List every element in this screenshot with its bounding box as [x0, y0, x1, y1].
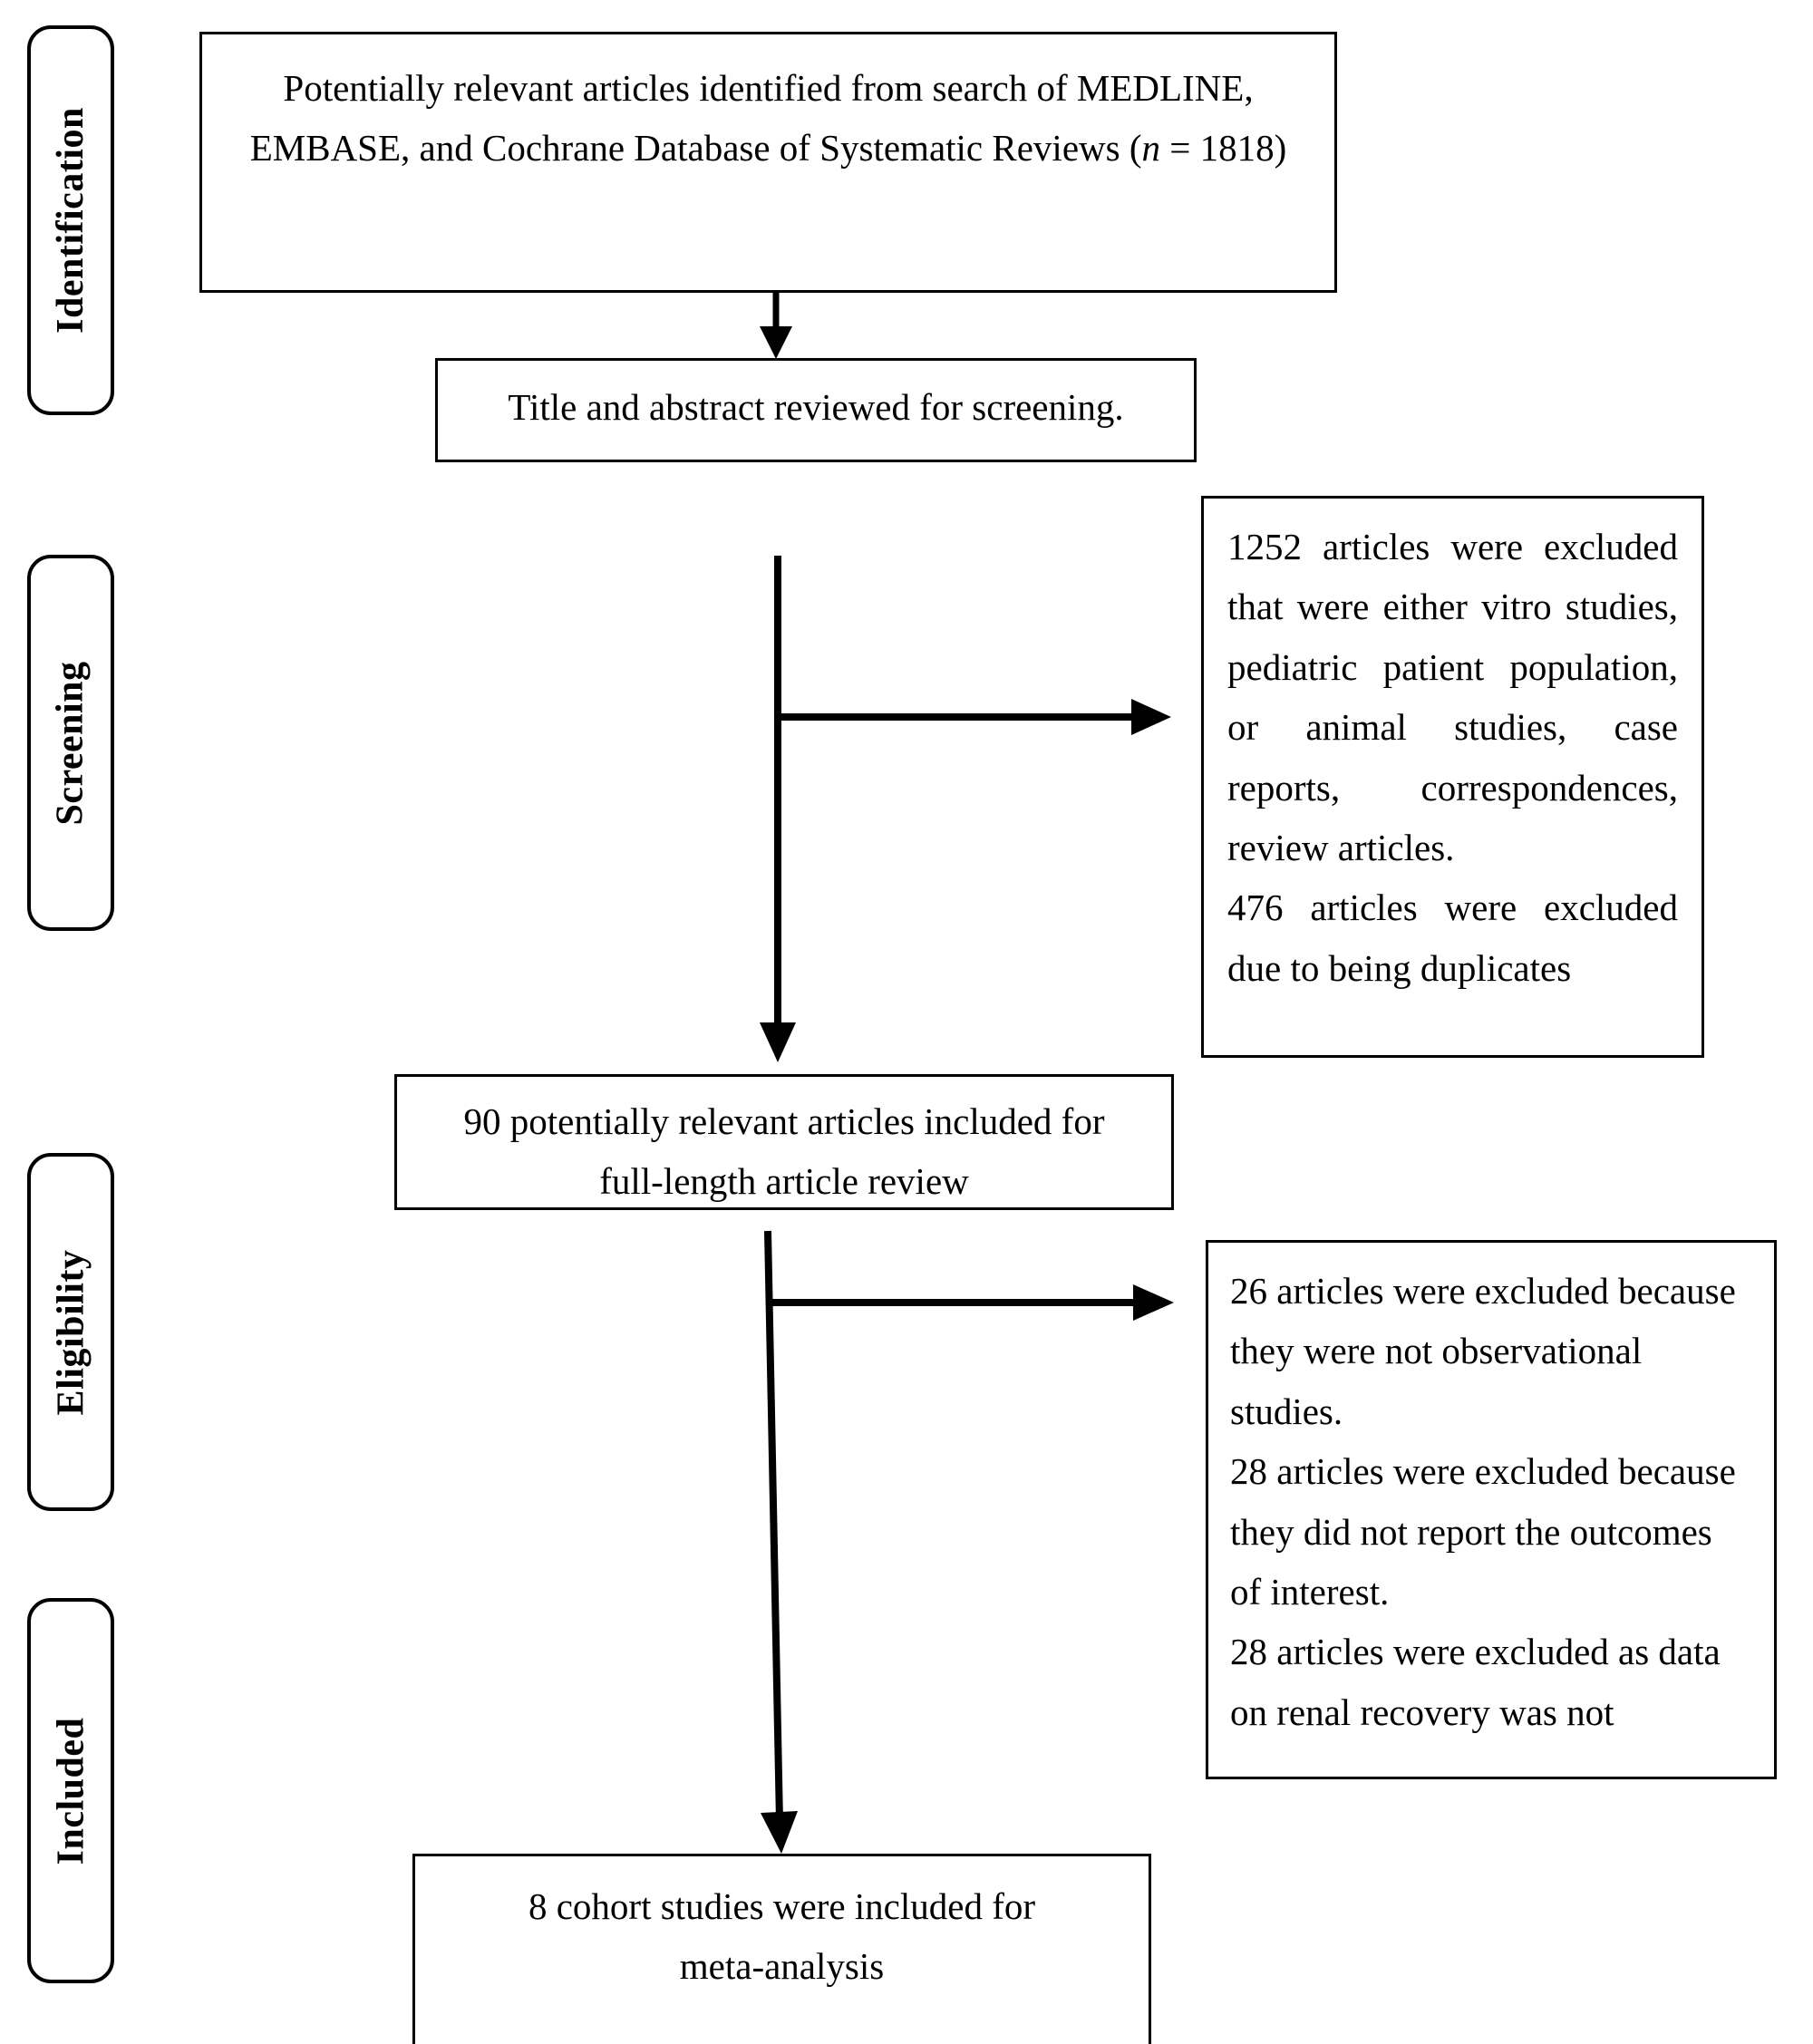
full-text-assessed-line2: full-length article review — [599, 1160, 969, 1203]
eligibility-exclusions-paragraph-3: 28 articles were excluded as data on ren… — [1230, 1631, 1721, 1733]
stage-label-screening: Screening — [27, 555, 114, 931]
eligibility-exclusions-paragraph-2: 28 articles were excluded because they d… — [1230, 1450, 1736, 1613]
included-studies-line2: meta-analysis — [679, 1945, 885, 1988]
box-eligibility-exclusions: 26 articles were excluded because they w… — [1206, 1240, 1777, 1779]
box-screening-exclusions: 1252 articles were excluded that were ei… — [1201, 496, 1704, 1058]
arrow-fulltext-to-included-icon — [761, 1230, 798, 1854]
arrow-screened-to-fulltext-icon — [760, 556, 796, 1062]
box-title-abstract-screened: Title and abstract reviewed for screenin… — [435, 358, 1197, 462]
box-records-identified: Potentially relevant articles identified… — [199, 32, 1337, 293]
stage-label-included: Included — [27, 1598, 114, 1983]
screening-exclusions-paragraph-1: 1252 articles were excluded that were ei… — [1227, 526, 1678, 869]
box-full-text-assessed: 90 potentially relevant articles include… — [394, 1074, 1174, 1210]
records-identified-n-symbol: n — [1141, 127, 1160, 170]
arrow-identified-to-screened-icon — [760, 293, 792, 359]
stage-label-identification-text: Identification — [50, 107, 92, 334]
box-included-studies-text: 8 cohort studies were included for meta-… — [442, 1876, 1121, 1997]
stage-label-eligibility: Eligibility — [27, 1153, 114, 1511]
stage-label-eligibility-text: Eligibility — [50, 1249, 92, 1415]
stage-label-screening-text: Screening — [50, 660, 92, 826]
box-records-identified-text: Potentially relevant articles identified… — [233, 58, 1304, 179]
stage-label-identification: Identification — [27, 25, 114, 415]
box-full-text-assessed-text: 90 potentially relevant articles include… — [424, 1091, 1144, 1207]
eligibility-exclusions-paragraph-1: 26 articles were excluded because they w… — [1230, 1270, 1736, 1432]
records-identified-line1: Potentially relevant articles identified… — [283, 67, 1254, 109]
included-studies-line1: 8 cohort studies were included for — [528, 1885, 1036, 1927]
box-included-studies: 8 cohort studies were included for meta-… — [412, 1854, 1151, 2044]
stage-label-included-text: Included — [50, 1717, 92, 1865]
box-title-abstract-screened-text: Title and abstract reviewed for screenin… — [508, 386, 1124, 428]
full-text-assessed-line1: 90 potentially relevant articles include… — [463, 1100, 1105, 1142]
screening-exclusions-paragraph-2: 476 articles were excluded due to being … — [1227, 886, 1678, 989]
records-identified-line2-prefix: EMBASE, and Cochrane Database of Systema… — [249, 127, 1142, 170]
records-identified-line2: EMBASE, and Cochrane Database of Systema… — [233, 118, 1304, 178]
arrow-screening-exclusions-icon — [778, 699, 1171, 735]
arrow-eligibility-exclusions-icon — [771, 1284, 1174, 1321]
records-identified-line2-suffix: = 1818) — [1159, 127, 1287, 170]
